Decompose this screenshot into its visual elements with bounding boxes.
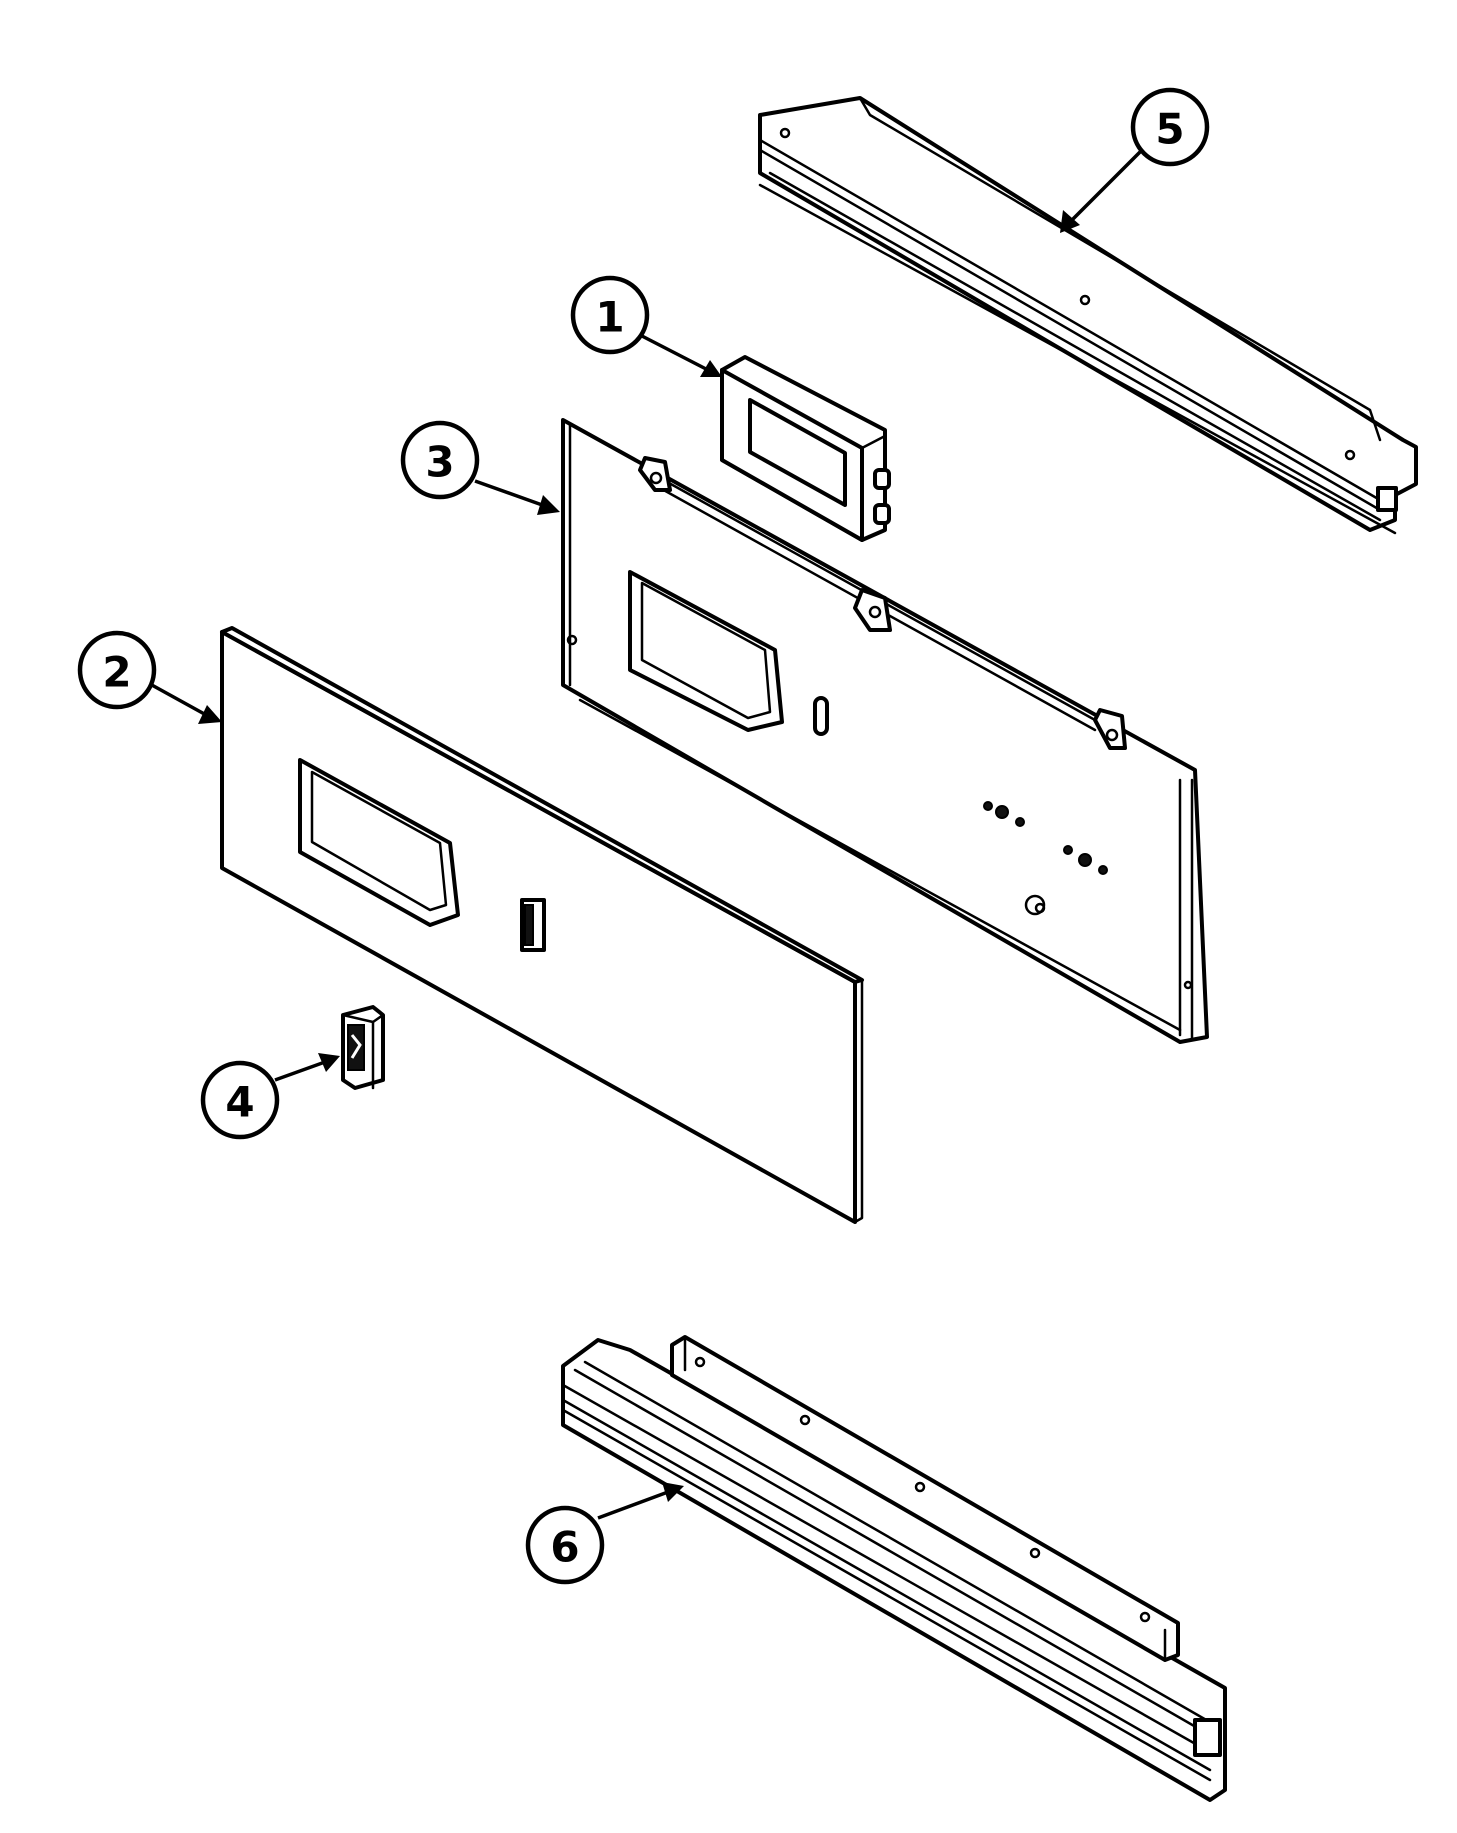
part-6-bottom-rail — [561, 1335, 1227, 1802]
callout-label-4: 4 — [225, 1078, 254, 1127]
callout-label-2: 2 — [102, 648, 131, 697]
callout-label-1: 1 — [595, 293, 624, 342]
callout-4: 4 — [200, 1060, 280, 1140]
callout-label-3: 3 — [425, 438, 454, 487]
part-4-rocker-switch — [341, 1005, 385, 1090]
callout-3: 3 — [400, 420, 480, 500]
part-2-front-panel — [220, 626, 864, 1224]
callout-6: 6 — [525, 1505, 605, 1585]
callout-5: 5 — [1130, 87, 1210, 167]
leader-lines — [149, 150, 1142, 1520]
part-3-back-panel — [561, 418, 1209, 1044]
callout-1: 1 — [570, 275, 650, 355]
callout-2: 2 — [77, 630, 157, 710]
part-1-display-module — [720, 355, 891, 542]
part-5-top-rail — [758, 96, 1418, 535]
callout-label-5: 5 — [1155, 105, 1184, 154]
callout-label-6: 6 — [550, 1523, 579, 1572]
